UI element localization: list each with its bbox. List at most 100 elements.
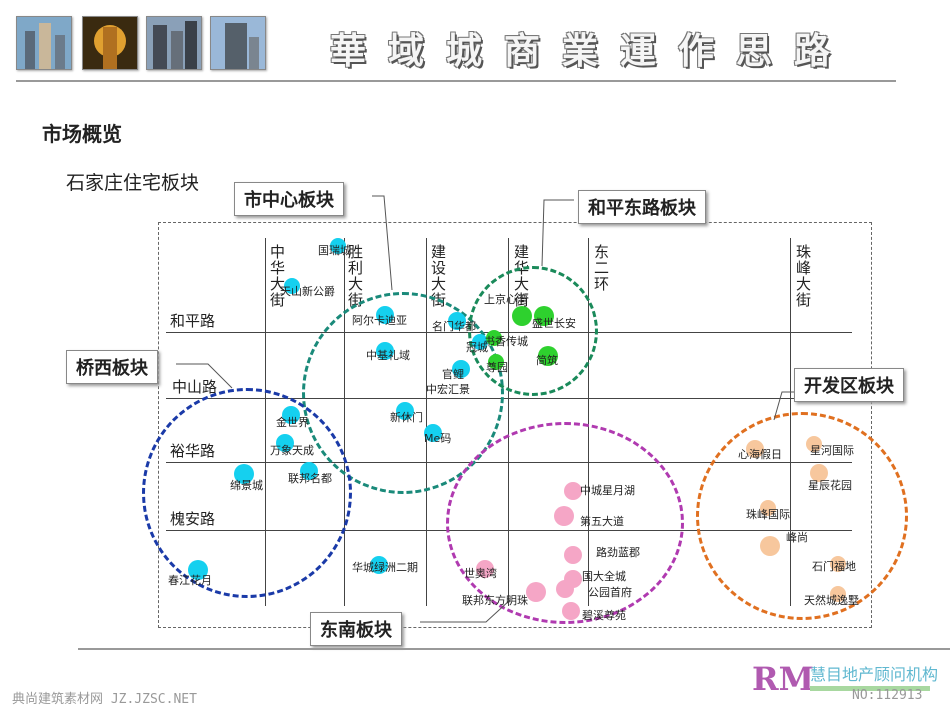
project-dot xyxy=(806,436,822,452)
project-dot xyxy=(830,586,846,602)
project-label: 万象天成 xyxy=(270,444,314,457)
zone-circle-qiaoxi xyxy=(142,388,352,598)
project-label: 心海假日 xyxy=(738,448,782,461)
project-label: 国大全城 xyxy=(582,570,626,583)
zone-label-city-center: 市中心板块 xyxy=(234,182,344,216)
header-photo-1 xyxy=(16,16,72,70)
project-dot xyxy=(534,306,554,326)
project-dot xyxy=(424,424,442,442)
project-dot xyxy=(284,278,300,294)
project-dot xyxy=(526,582,546,602)
svg-text:RM: RM xyxy=(752,660,814,698)
project-dot xyxy=(452,360,470,378)
header-photo-4 xyxy=(210,16,266,70)
project-label: 中城星月湖 xyxy=(580,484,635,497)
project-dot xyxy=(564,482,582,500)
project-dot xyxy=(376,306,394,324)
zone-circle-city-center xyxy=(302,292,504,494)
project-label: 公园首府 xyxy=(588,586,632,599)
road-line-zhongshan xyxy=(166,398,852,399)
project-label: 冠城 xyxy=(466,341,488,354)
project-dot xyxy=(188,560,208,580)
project-label: 简筑 xyxy=(536,354,558,367)
project-label: 石门福地 xyxy=(812,560,856,573)
project-dot xyxy=(760,500,776,516)
project-dot xyxy=(562,602,580,620)
project-dot xyxy=(538,346,558,366)
project-label: 名门华都 xyxy=(432,320,476,333)
project-label: 珠峰国际 xyxy=(746,508,790,521)
road-line-jianhua xyxy=(508,238,509,606)
project-dot xyxy=(512,306,532,326)
site-watermark: 典尚建筑素材网 JZ.JZSC.NET xyxy=(12,692,197,707)
project-dot xyxy=(830,556,846,572)
project-dot xyxy=(564,546,582,564)
zone-circle-development xyxy=(696,412,908,620)
project-label: 联邦东方明珠 xyxy=(462,594,528,607)
section-heading: 市场概览 xyxy=(42,122,122,146)
company-logo: RM 慧目地产顾问机构 xyxy=(750,658,940,698)
project-dot xyxy=(396,402,414,420)
road-label-zhonghua: 中华大街 xyxy=(270,243,286,309)
road-line-dongerhuan xyxy=(588,238,589,606)
zone-label-development: 开发区板块 xyxy=(794,368,904,402)
project-dot xyxy=(810,464,828,482)
zone-label-heping-east: 和平东路板块 xyxy=(578,190,706,224)
road-label-dongerhuan: 东二环 xyxy=(594,243,610,293)
zone-circle-heping-east xyxy=(468,266,598,396)
project-label: 官鲤 xyxy=(442,368,464,381)
project-label: 尊园 xyxy=(486,361,508,374)
project-dot xyxy=(476,560,494,578)
zone-label-southeast: 东南板块 xyxy=(310,612,402,646)
logo-text: 慧目地产顾问机构 xyxy=(810,665,938,684)
project-dot xyxy=(370,556,388,574)
project-label: 星辰花园 xyxy=(808,479,852,492)
project-label: 天山新公爵 xyxy=(280,285,335,298)
project-label: 第五大道 xyxy=(580,515,624,528)
project-label: 中宏汇景 xyxy=(426,383,470,396)
project-label: 天然城逸墅 xyxy=(804,594,859,607)
road-label-heping: 和平路 xyxy=(170,312,216,330)
project-label: 世奥湾 xyxy=(464,567,497,580)
zone-label-qiaoxi: 桥西板块 xyxy=(66,350,158,384)
project-label: 联邦名都 xyxy=(288,472,332,485)
project-label: 路劲蓝郡 xyxy=(596,546,640,559)
header-divider xyxy=(16,80,896,82)
project-dot xyxy=(556,580,574,598)
project-label: 阿尔卡迪亚 xyxy=(352,314,407,327)
project-dot xyxy=(554,506,574,526)
project-dot xyxy=(276,434,294,452)
project-label: 书香传城 xyxy=(484,335,528,348)
page-title: 華域城商業運作思路 xyxy=(330,30,853,72)
project-dot xyxy=(282,406,300,424)
project-label: 华城绿洲二期 xyxy=(352,561,418,574)
project-label: 碧溪尊苑 xyxy=(582,609,626,622)
project-dot xyxy=(472,334,488,350)
project-dot xyxy=(486,330,502,346)
project-label: 国瑞城 xyxy=(318,244,351,257)
project-label: Me码 xyxy=(424,432,452,445)
project-dot xyxy=(760,536,780,556)
project-dot xyxy=(300,462,318,480)
project-dot xyxy=(330,238,346,254)
project-label: 金世界 xyxy=(276,416,309,429)
project-label: 峰尚 xyxy=(786,531,808,544)
project-label: 盛世长安 xyxy=(532,317,576,330)
project-label: 星河国际 xyxy=(810,444,854,457)
road-label-zhufeng: 珠峰大街 xyxy=(796,243,812,309)
map-frame xyxy=(158,222,872,628)
footer-divider xyxy=(78,648,950,650)
project-dot xyxy=(488,354,504,370)
project-label: 新休门 xyxy=(390,411,423,424)
sub-heading: 石家庄住宅板块 xyxy=(66,172,200,194)
header-photo-2 xyxy=(82,16,138,70)
project-dot xyxy=(234,464,254,484)
project-dot xyxy=(448,312,466,330)
zone-circle-southeast xyxy=(446,422,684,624)
page-number: NO:112913 xyxy=(852,688,923,703)
project-dot xyxy=(746,440,764,458)
header-photo-3 xyxy=(146,16,202,70)
project-label: 绵景城 xyxy=(230,479,263,492)
project-label: 中基礼域 xyxy=(366,349,410,362)
project-dot xyxy=(376,342,394,360)
